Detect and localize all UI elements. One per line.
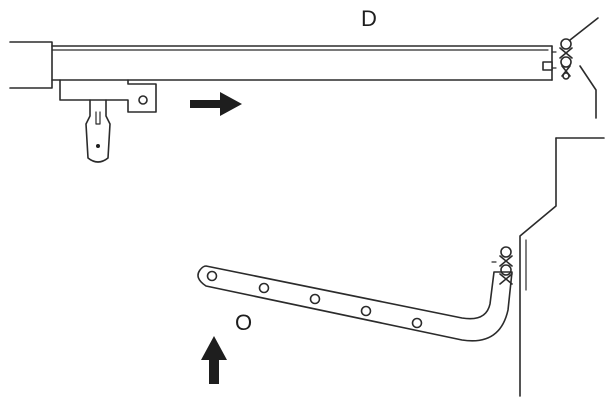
door-arm-slot	[95, 111, 101, 125]
arrow-right-icon	[190, 92, 242, 116]
arrow-up-icon	[201, 336, 227, 384]
header-bracket-top	[569, 17, 599, 41]
top-rail-assembly	[9, 17, 599, 163]
header-bracket-side	[579, 65, 597, 119]
bracket-hole-4	[360, 305, 372, 317]
bracket-arm-outline	[197, 265, 513, 342]
rail-end-block	[9, 41, 53, 89]
carriage-bolt-hole	[138, 95, 148, 105]
door-frame	[519, 137, 605, 397]
clevis-pin-top	[542, 38, 573, 80]
door-arm-strap	[85, 99, 111, 163]
bracket-hole-3	[309, 293, 321, 305]
clevis-pin-bottom	[491, 246, 513, 285]
bracket-hole-5	[411, 317, 423, 329]
door-bracket	[197, 246, 513, 342]
bracket-hole-2	[258, 282, 270, 294]
frame-vertical	[519, 137, 557, 397]
bracket-hole-1	[206, 270, 218, 282]
label-o: O	[235, 310, 253, 335]
label-d: D	[361, 6, 377, 31]
trolley-carriage	[59, 79, 157, 113]
door-arm-pin	[96, 144, 100, 148]
